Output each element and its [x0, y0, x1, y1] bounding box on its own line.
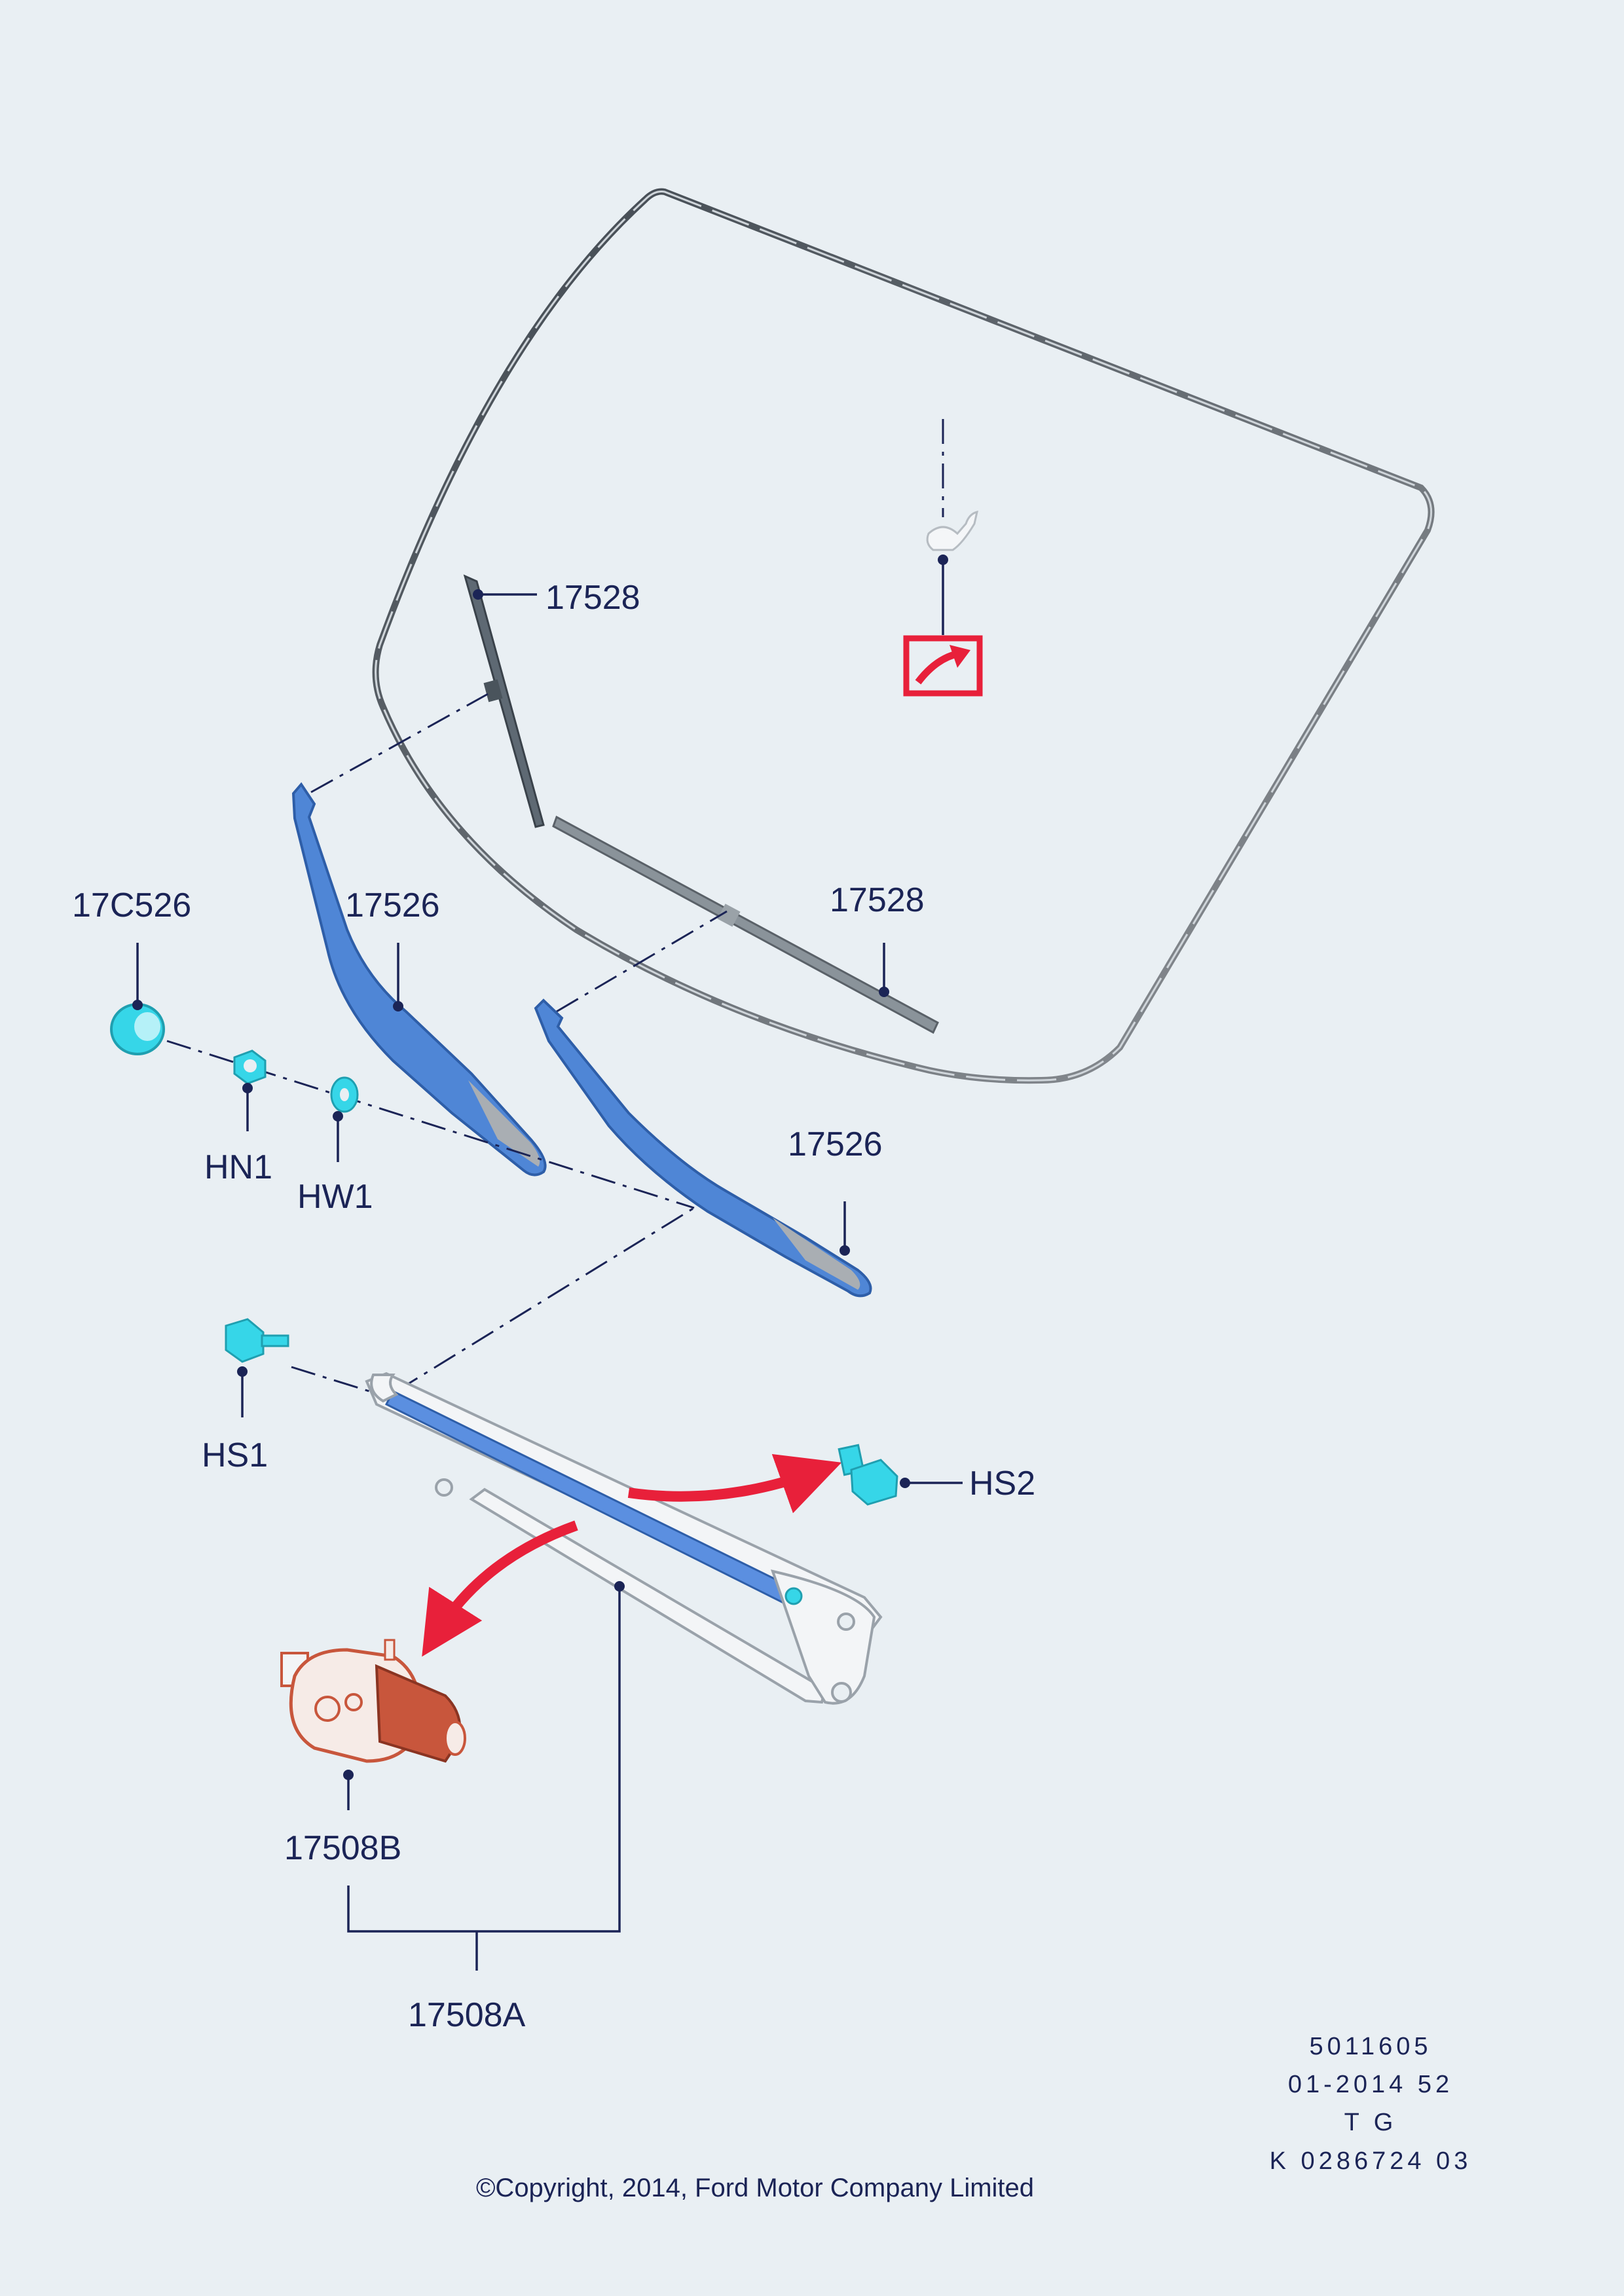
- arrow-to-screw: [627, 1453, 842, 1514]
- label-blade-lower: 17528: [830, 881, 925, 919]
- wiper-arm-right: [534, 998, 872, 1298]
- label-nut: HN1: [204, 1148, 272, 1186]
- screw-hs2: [838, 1444, 963, 1506]
- label-assembly: 17508A: [408, 1996, 526, 2034]
- meta-line-4: K 0286724 03: [1270, 2147, 1472, 2175]
- assembly-bracket: [347, 1581, 625, 1971]
- label-cap: 17C526: [72, 886, 191, 924]
- sensor-clip: [926, 419, 978, 635]
- meta-line-1: 5011605: [1309, 2033, 1431, 2060]
- label-arm-left: 17526: [345, 886, 440, 924]
- arrow-to-motor: [422, 1520, 578, 1657]
- label-bolt: HS1: [202, 1436, 268, 1474]
- windshield: [372, 188, 1435, 1084]
- label-screw: HS2: [969, 1465, 1035, 1503]
- arrow-up-right-icon[interactable]: [903, 635, 983, 697]
- label-arm-right: 17526: [788, 1125, 883, 1163]
- drawing-meta: 5011605 01-2014 52 T G K 0286724 03: [1270, 2033, 1472, 2175]
- copyright-text: ©Copyright, 2014, Ford Motor Company Lim…: [476, 2174, 1034, 2202]
- wiper-arm-left: [291, 782, 547, 1176]
- wiper-blade-upper: [463, 574, 545, 828]
- meta-line-2: 01-2014 52: [1288, 2071, 1453, 2098]
- label-washer: HW1: [297, 1178, 373, 1216]
- linkage-assembly: [365, 1372, 883, 1705]
- bolt-hs1: [225, 1318, 289, 1417]
- cap-17c526: [110, 943, 165, 1055]
- label-motor: 17508B: [284, 1829, 401, 1867]
- nut-hn1: [233, 1049, 267, 1131]
- meta-line-3: T G: [1344, 2109, 1397, 2136]
- motor-17508b: [280, 1639, 466, 1810]
- label-blade-upper: 17528: [545, 579, 640, 617]
- wiper-blade-lower: [552, 815, 939, 1034]
- washer-hw1: [330, 1076, 359, 1162]
